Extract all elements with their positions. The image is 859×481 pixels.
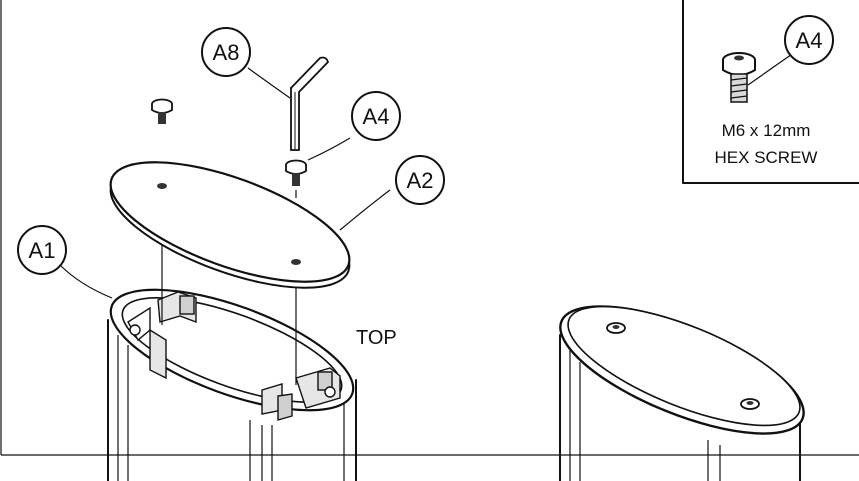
callout-a2-circle [395,155,445,205]
plate-hole-left [157,183,167,189]
assembled-screw-right [740,398,760,410]
leader-a1 [59,264,113,299]
inset-thread-lines [730,77,748,99]
plate-hole-right [291,259,301,265]
callout-a1-circle [17,225,67,275]
post-internal-profile [127,291,341,421]
callout-a4-circle [351,91,401,141]
top-plate-a2: A2 [109,155,445,289]
screw-left [151,98,173,124]
inset-frame [682,0,859,184]
assembled-post [559,305,805,481]
label-top: TOP [356,327,397,349]
inset-screw-size: M6 x 12mm [722,121,811,140]
hex-key-a8: A8 [201,27,330,151]
inset-hex-socket [734,55,744,61]
extrusion-post-a1: A1 [17,225,357,481]
hex-key-bend [290,56,330,93]
leader-a8 [247,67,291,99]
leader-a2 [339,189,391,231]
callout-a1: A1 [29,238,56,263]
screw-right-a4: A4 [285,91,401,186]
leader-a4 [307,137,351,161]
plate-top-face [109,161,351,283]
inset-leader-line [747,51,796,86]
callout-a8-circle [201,27,251,77]
post-top-rim-inner [121,297,343,403]
callout-a2: A2 [407,168,434,193]
callout-a8: A8 [213,40,240,65]
inset-callout-circle [784,15,834,65]
inset-screw-head-side [722,60,756,76]
inset-hex-screw: A4 M6 x 12mm HEX SCREW [682,0,859,184]
inset-callout-a4: A4 [796,28,823,53]
inset-screw-name: HEX SCREW [715,148,818,167]
assembled-plate-face [567,305,801,427]
inset-screw-thread [730,73,748,103]
callout-a4: A4 [363,104,390,129]
assembled-screw-left [606,322,626,334]
